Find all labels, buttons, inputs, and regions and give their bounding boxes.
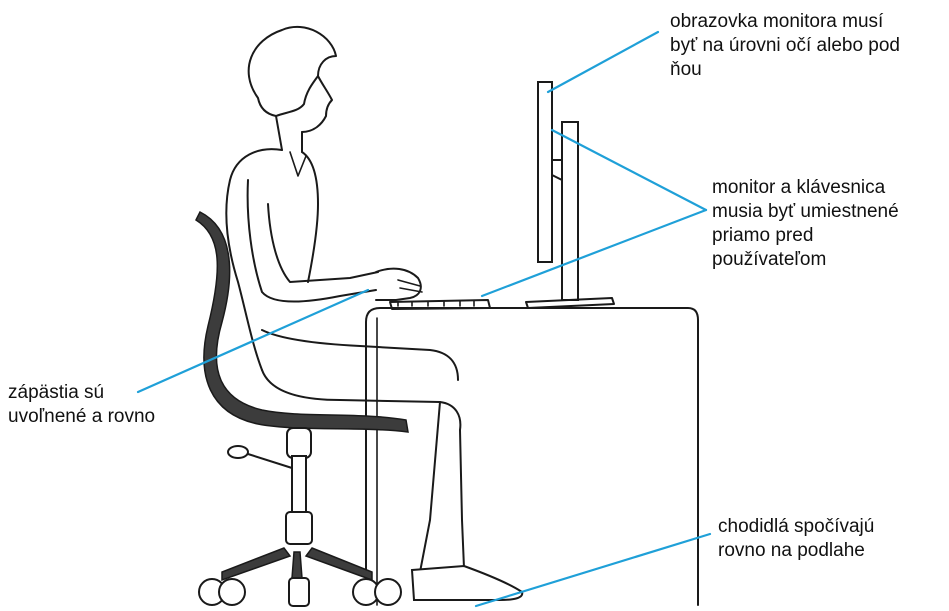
leader-wrists bbox=[136, 288, 370, 394]
callout-monitor-height-line3: ňou bbox=[670, 59, 702, 80]
monitor-front bbox=[537, 81, 553, 263]
chair bbox=[195, 210, 409, 607]
callout-monitor-height-line1: obrazovka monitora musí bbox=[670, 11, 884, 32]
callout-monitor-keyboard-line4: používateľom bbox=[712, 249, 827, 270]
desk bbox=[365, 307, 699, 606]
callout-monitor-keyboard-line2: musia byť umiestnené bbox=[712, 201, 899, 222]
callout-wrists-line1: zápästia sú bbox=[8, 382, 105, 403]
callout-feet: chodidlá spočívajú rovno na podlahe bbox=[718, 515, 874, 563]
callout-monitor-keyboard: monitor a klávesnica musia byť umiestnen… bbox=[712, 176, 899, 272]
keyboard bbox=[389, 299, 491, 310]
callout-monitor-keyboard-line1: monitor a klávesnica bbox=[712, 177, 886, 198]
leader-lines bbox=[136, 30, 712, 608]
callout-monitor-keyboard-line3: priamo pred bbox=[712, 225, 814, 246]
seated-person bbox=[225, 25, 524, 601]
callout-wrists-line2: uvoľnené a rovno bbox=[8, 406, 156, 427]
monitor-rear bbox=[525, 121, 615, 309]
callout-feet-line1: chodidlá spočívajú bbox=[718, 516, 875, 537]
leader-monitor-height bbox=[546, 30, 660, 94]
callout-monitor-height: obrazovka monitora musí byť na úrovni oč… bbox=[670, 10, 900, 82]
leader-feet bbox=[474, 532, 712, 608]
callout-monitor-height-line2: byť na úrovni očí alebo pod bbox=[670, 35, 901, 56]
leader-monitor bbox=[550, 128, 708, 212]
callout-feet-line2: rovno na podlahe bbox=[718, 540, 865, 561]
callout-wrists: zápästia sú uvoľnené a rovno bbox=[8, 381, 155, 429]
leader-keyboard bbox=[480, 208, 708, 298]
